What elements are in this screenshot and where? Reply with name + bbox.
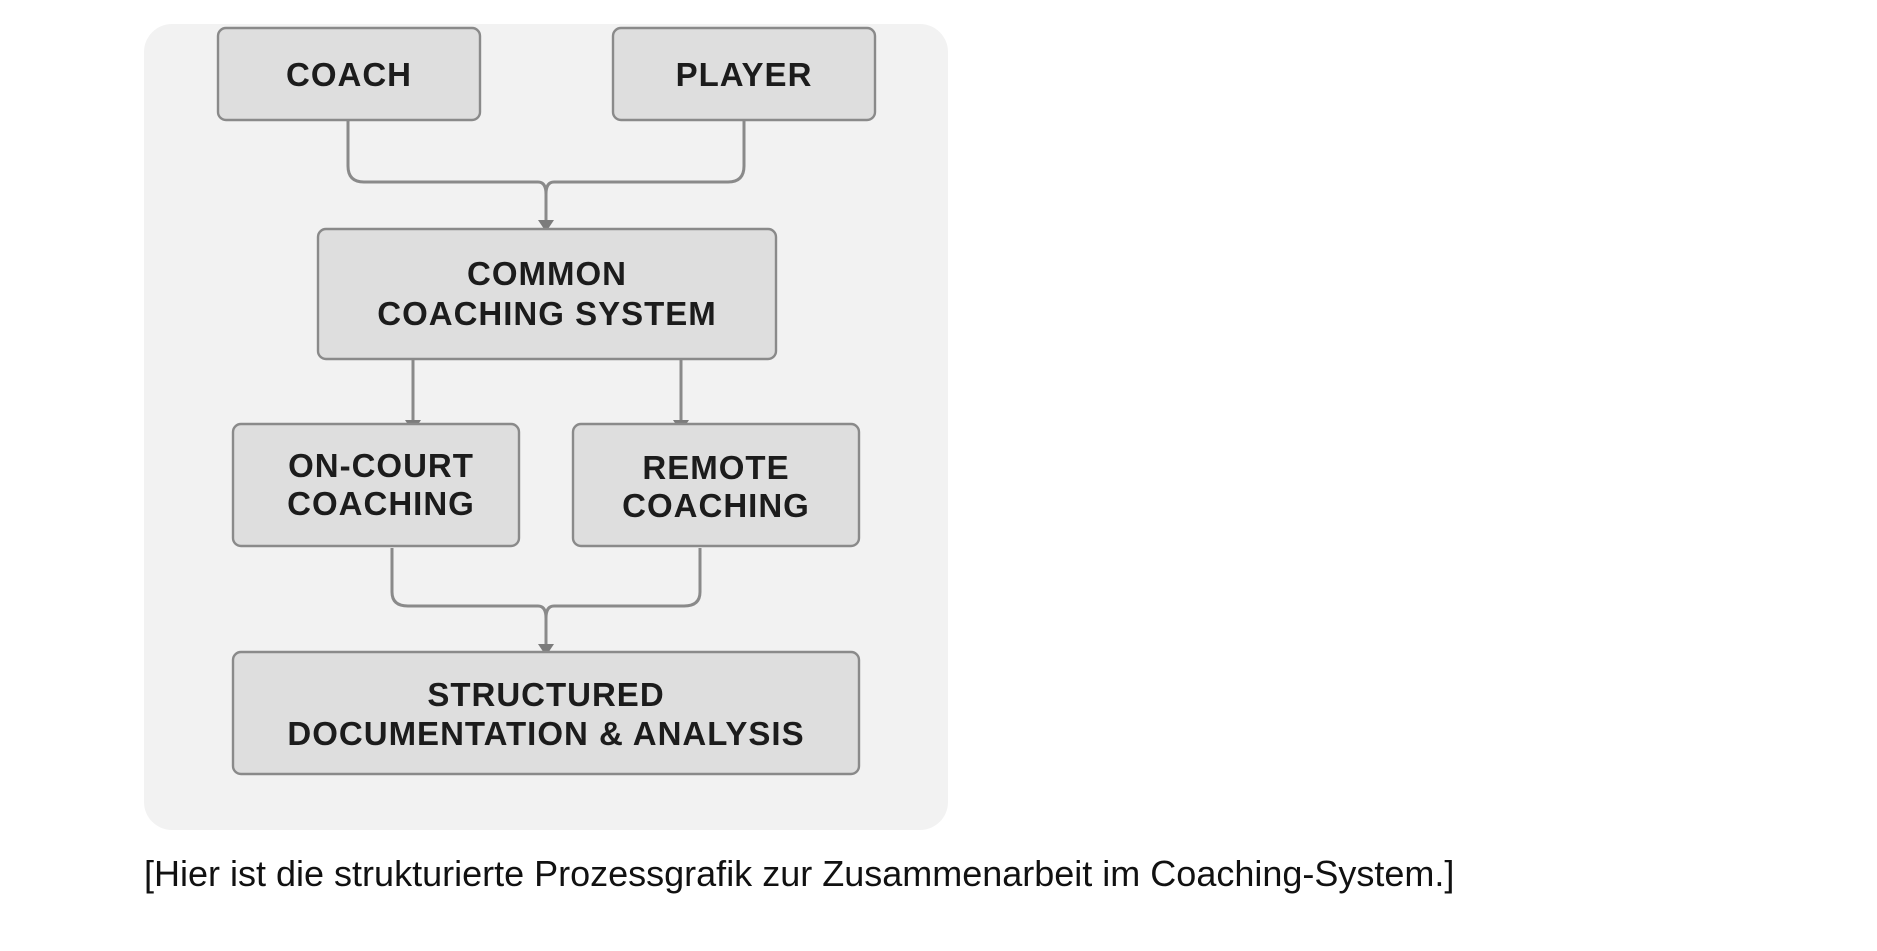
connector-oncourt-to-structured	[390, 548, 548, 648]
node-coach-label: COACH	[286, 56, 412, 93]
arrowhead-common	[538, 220, 554, 232]
node-remote-coaching: REMOTE COACHING	[571, 422, 861, 548]
figure-caption: [Hier ist die strukturierte Prozessgrafi…	[144, 853, 1455, 894]
node-on-court-coaching: ON-COURT COACHING	[231, 422, 521, 548]
node-structured-label-line1: STRUCTURED	[427, 676, 664, 713]
node-common-label-line1: COMMON	[467, 255, 627, 292]
node-oncourt-label-line1: ON-COURT	[288, 447, 474, 484]
node-coach: COACH	[216, 26, 482, 122]
arrowhead-structured	[538, 644, 554, 656]
node-structured-label-line2: DOCUMENTATION & ANALYSIS	[287, 715, 804, 752]
connector-coach-to-common	[346, 118, 548, 224]
node-oncourt-label-line2: COACHING	[287, 485, 475, 522]
node-remote-label-line1: REMOTE	[642, 449, 789, 486]
node-structured-documentation: STRUCTURED DOCUMENTATION & ANALYSIS	[231, 650, 861, 776]
node-common-coaching-system: COMMON COACHING SYSTEM	[316, 227, 778, 361]
node-player-label: PLAYER	[676, 56, 813, 93]
node-common-label-line2: COACHING SYSTEM	[377, 295, 717, 332]
flow-diagram: COACH PLAYER COMMON COACHING SYSTEM ON-C…	[216, 26, 877, 776]
connector-remote-to-structured	[544, 548, 702, 648]
connector-player-to-common	[544, 118, 746, 224]
node-remote-label-line2: COACHING	[622, 487, 810, 524]
node-player: PLAYER	[611, 26, 877, 122]
diagram-panel: COACH PLAYER COMMON COACHING SYSTEM ON-C…	[144, 24, 948, 830]
